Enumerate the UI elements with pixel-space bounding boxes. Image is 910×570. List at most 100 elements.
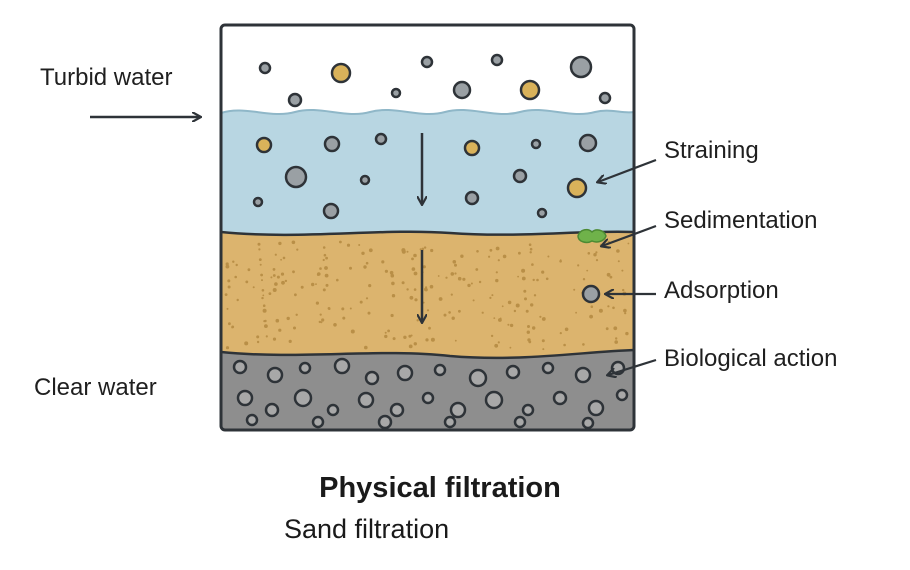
sand-grain [231,326,234,329]
sand-grain [261,279,263,282]
particle [512,168,528,184]
gravel-stone [505,364,521,380]
sand-grain [521,268,526,273]
sand-grain [490,334,494,338]
sand-grain [342,316,346,320]
sand-grain [319,267,322,270]
sand-grain [275,318,280,323]
pointer-arrow-icon [598,158,657,182]
sand-grain [595,251,598,254]
sand-grain [507,300,512,305]
sand-grain [227,285,231,289]
sand-grain [614,340,618,344]
particle [420,55,434,69]
gravel-stone [389,402,405,418]
sand-grain [408,344,413,349]
sand-grain [358,244,361,246]
sand-grain [529,247,533,251]
suspended-particles [252,53,612,304]
sand-grain [595,259,599,262]
gravel-stone [513,415,527,429]
sand-grain [341,307,345,311]
gravel-stone [245,413,259,427]
gravel-stone [449,401,467,419]
sand-grain [409,295,414,300]
sand-grain [617,260,620,263]
sand-grain [448,311,451,314]
sand-grain [261,289,265,292]
sand-grain [475,268,479,271]
sand-grain [577,264,580,267]
sand-grain [607,305,610,308]
gravel-layer [221,350,634,430]
particle [322,202,340,220]
sand-grain [454,272,457,275]
sand-grain [605,327,609,331]
sand-grain [227,279,231,283]
sand-layer [221,231,634,360]
particle [284,165,308,189]
sand-grain [507,323,510,326]
sand-grain [416,319,419,322]
sand-grain [296,248,299,251]
sand-grain [278,241,282,246]
sand-grain [364,345,368,350]
sand-grain [259,263,262,266]
sand-grain [264,319,267,323]
sand-grain [323,253,327,257]
sand-grain [542,348,545,351]
sand-grain [598,308,603,313]
sand-grain [515,303,520,308]
sand-grain [616,249,620,253]
sand-grain [262,304,266,308]
clear-water-label: Clear water [34,374,157,401]
sand-grain [322,258,325,262]
sand-grain [384,331,387,334]
straining-label: Straining [664,137,759,164]
sand-grain [564,327,569,332]
sand-grain [325,283,329,287]
gravel-stone [293,388,313,408]
sand-grain [426,309,430,312]
sand-grain [292,270,295,274]
sand-grain [559,260,562,263]
sand-grain [315,301,319,305]
sand-grain [278,328,282,332]
sand-grain [368,284,372,288]
sand-grain [521,276,526,281]
sand-grain [401,281,405,285]
sand-grain [518,251,521,255]
sand-grain [590,305,594,309]
sand-grain [247,268,251,272]
sand-grain [315,283,317,285]
sand-grain [491,294,494,297]
sand-grain [272,268,276,271]
diagram-title: Physical filtration [319,472,561,504]
sand-grain [467,283,471,288]
particle [598,91,612,105]
sand-grain [336,278,339,282]
sand-grain [443,313,447,317]
sand-grain [368,248,373,253]
gravel-stone [433,363,447,377]
particle [569,55,593,79]
sand-grain [437,275,440,277]
sand-grain [291,240,296,245]
sand-grain [410,334,413,337]
gravel-stone [615,388,629,402]
sand-grain [264,324,268,328]
sand-grain [424,288,428,292]
sand-grain [280,258,282,261]
sand-grain [438,297,443,301]
sand-grain [478,280,482,284]
sand-grain [234,275,237,279]
sand-grain [429,284,434,289]
sand-grain [589,314,593,319]
sand-grain [361,251,365,255]
sand-grain [489,248,493,252]
sand-grain [235,263,238,267]
sand-grain [232,260,235,263]
sand-grain [462,277,466,281]
sand-grain [293,326,296,330]
sand-grain [333,323,337,327]
